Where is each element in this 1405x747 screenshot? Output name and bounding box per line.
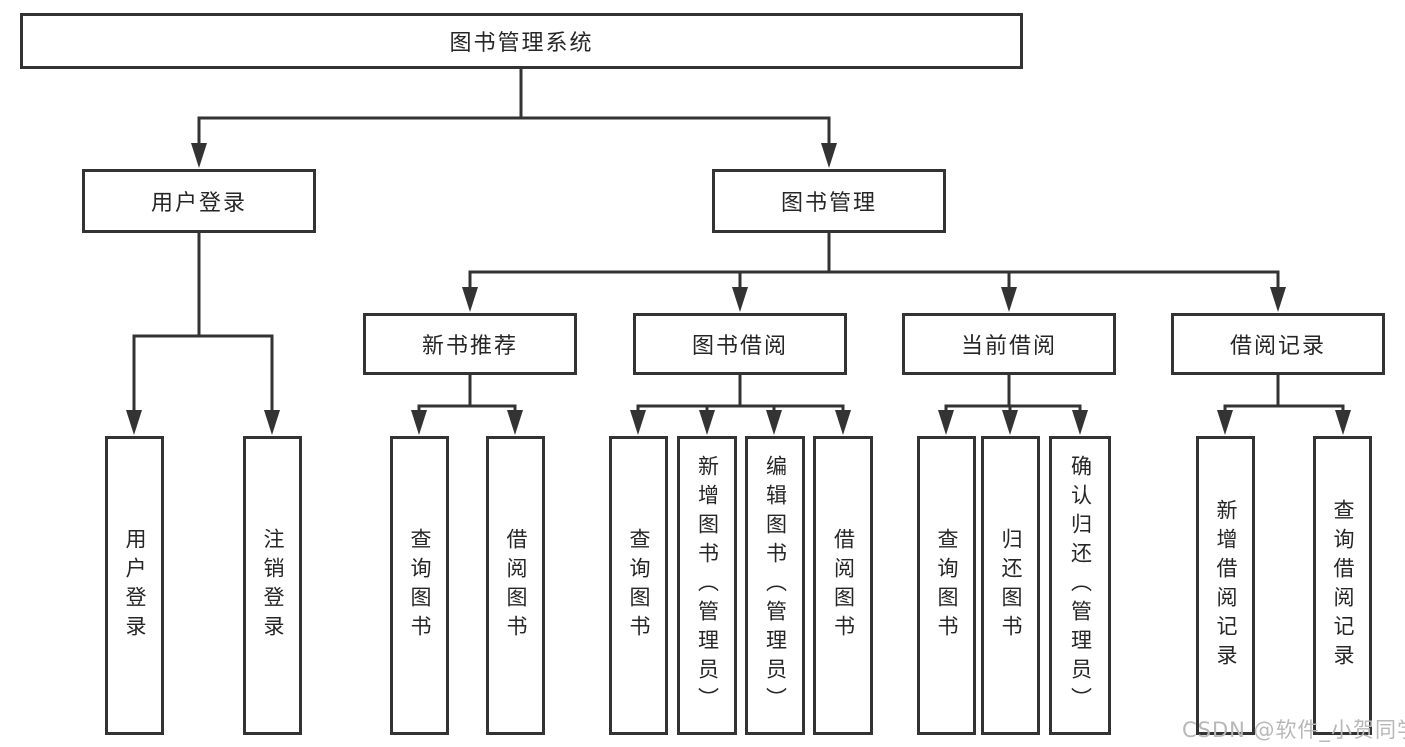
leaf-user-login: 用户登录 bbox=[105, 436, 164, 735]
node-label: 查询图书 bbox=[408, 527, 432, 644]
node-label: 借阅记录 bbox=[1229, 334, 1326, 359]
node-borrowing-records: 借阅记录 bbox=[1171, 313, 1385, 375]
connector-root-to-level2 bbox=[197, 69, 831, 145]
node-label: 注销登录 bbox=[261, 527, 285, 644]
node-current-borrowing: 当前借阅 bbox=[902, 313, 1116, 375]
arrow-down-icon bbox=[699, 410, 715, 435]
connector-currentborrow-to-leaves bbox=[944, 375, 1082, 412]
connector-bookborrow-to-leaves bbox=[636, 375, 845, 412]
arrow-down-icon bbox=[411, 410, 427, 435]
arrow-down-icon bbox=[835, 410, 851, 435]
arrow-down-icon bbox=[1002, 410, 1018, 435]
arrow-down-icon bbox=[821, 143, 837, 168]
node-label: 确认归还（管理员） bbox=[1068, 455, 1093, 716]
connector-bookmgmt-to-level3 bbox=[468, 233, 1280, 289]
leaf-query-borrow-record: 查询借阅记录 bbox=[1313, 436, 1372, 735]
leaf-return-books: 归还图书 bbox=[981, 436, 1040, 735]
arrow-down-icon bbox=[1270, 287, 1286, 312]
node-root-library-system: 图书管理系统 bbox=[20, 13, 1023, 69]
node-label: 查询借阅记录 bbox=[1331, 498, 1355, 673]
leaf-query-books-current: 查询图书 bbox=[917, 436, 976, 735]
node-label: 新增借阅记录 bbox=[1214, 498, 1238, 673]
arrow-down-icon bbox=[1217, 410, 1233, 435]
node-label: 借阅图书 bbox=[504, 527, 528, 644]
node-user-login-branch: 用户登录 bbox=[82, 169, 316, 233]
leaf-logout: 注销登录 bbox=[243, 436, 302, 735]
leaf-query-books-borrowing: 查询图书 bbox=[609, 436, 668, 735]
arrow-down-icon bbox=[766, 410, 782, 435]
node-label: 编辑图书（管理员） bbox=[763, 455, 788, 716]
node-label: 图书管理 bbox=[780, 191, 877, 216]
arrow-down-icon bbox=[732, 287, 748, 312]
csdn-watermark: CSDN @软件_小贺同学 bbox=[1182, 718, 1405, 742]
arrow-down-icon bbox=[507, 410, 523, 435]
connector-userlogin-to-leaves bbox=[132, 233, 274, 412]
leaf-add-books-admin: 新增图书（管理员） bbox=[677, 436, 737, 735]
arrow-down-icon bbox=[126, 410, 142, 435]
node-label: 用户登录 bbox=[150, 191, 247, 216]
arrow-down-icon bbox=[1335, 410, 1351, 435]
node-label: 查询图书 bbox=[627, 527, 651, 644]
node-label: 图书管理系统 bbox=[449, 31, 594, 56]
node-label: 新书推荐 bbox=[421, 334, 518, 359]
node-label: 查询图书 bbox=[935, 527, 959, 644]
arrow-down-icon bbox=[1001, 287, 1017, 312]
node-label: 用户登录 bbox=[123, 527, 147, 644]
arrow-down-icon bbox=[630, 410, 646, 435]
node-label: 当前借阅 bbox=[960, 334, 1057, 359]
node-book-management-branch: 图书管理 bbox=[712, 169, 946, 233]
connector-records-to-leaves bbox=[1223, 375, 1345, 412]
connector-newbooks-to-leaves bbox=[417, 375, 517, 412]
arrow-down-icon bbox=[462, 287, 478, 312]
leaf-confirm-return-admin: 确认归还（管理员） bbox=[1049, 436, 1111, 735]
node-label: 归还图书 bbox=[999, 527, 1023, 644]
arrow-down-icon bbox=[1072, 410, 1088, 435]
leaf-edit-books-admin: 编辑图书（管理员） bbox=[745, 436, 805, 735]
node-book-borrowing: 图书借阅 bbox=[633, 313, 847, 375]
arrow-down-icon bbox=[264, 410, 280, 435]
leaf-borrow-books: 借阅图书 bbox=[813, 436, 873, 735]
node-label: 新增图书（管理员） bbox=[695, 455, 720, 716]
leaf-query-books-recommend: 查询图书 bbox=[390, 436, 449, 735]
leaf-borrow-books-recommend: 借阅图书 bbox=[486, 436, 545, 735]
node-new-book-recommend: 新书推荐 bbox=[363, 313, 577, 375]
node-label: 借阅图书 bbox=[831, 527, 856, 644]
node-label: 图书借阅 bbox=[691, 334, 788, 359]
leaf-add-borrow-record: 新增借阅记录 bbox=[1196, 436, 1255, 735]
arrow-down-icon bbox=[191, 143, 207, 168]
arrow-down-icon bbox=[938, 410, 954, 435]
